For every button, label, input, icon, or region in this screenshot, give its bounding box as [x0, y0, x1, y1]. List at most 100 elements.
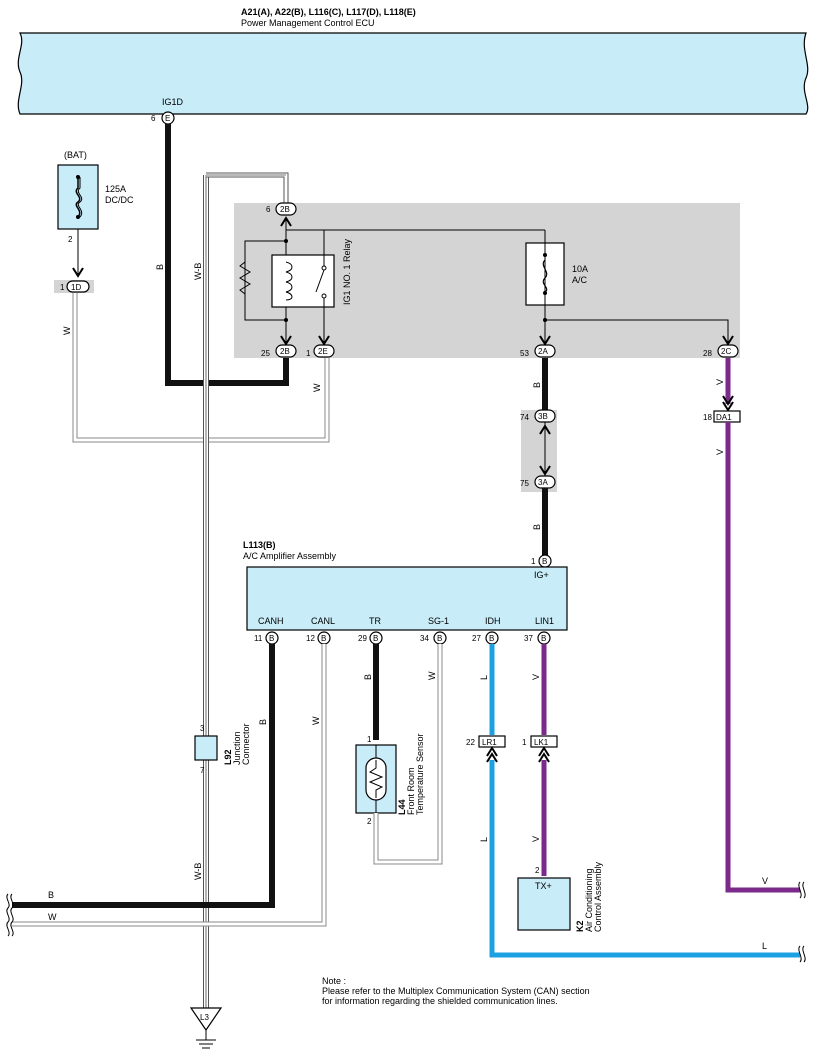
- wire-label-wb: W-B: [193, 263, 203, 280]
- svg-text:B: B: [532, 382, 542, 388]
- bat-fuse-name: DC/DC: [105, 195, 134, 205]
- junction-connector-l92: [194, 735, 218, 761]
- svg-text:LR1: LR1: [482, 738, 497, 747]
- svg-text:1D: 1D: [71, 283, 81, 292]
- ecu-pin-conn: E: [165, 114, 170, 123]
- ecu-name: Power Management Control ECU: [241, 18, 375, 28]
- svg-text:B: B: [373, 634, 378, 643]
- amp-top-label: IG+: [534, 570, 549, 580]
- ecu-box: [17, 32, 809, 115]
- svg-text:25: 25: [261, 349, 270, 358]
- svg-text:V: V: [762, 876, 768, 886]
- relay-name: IG1 NO. 1 Relay: [342, 238, 352, 305]
- relay-box: [271, 254, 335, 308]
- svg-text:18: 18: [703, 413, 712, 422]
- svg-text:SG-1: SG-1: [428, 616, 449, 626]
- ecu-pin-label: IG1D: [162, 97, 184, 107]
- svg-text:CANL: CANL: [311, 616, 335, 626]
- svg-text:Air Conditioning: Air Conditioning: [584, 868, 594, 932]
- svg-text:Front Room: Front Room: [406, 767, 416, 815]
- wire-idh: [489, 760, 800, 958]
- svg-text:V: V: [715, 449, 725, 455]
- svg-text:34: 34: [420, 634, 429, 643]
- svg-text:75: 75: [520, 479, 529, 488]
- connector-2b-bottom: [275, 344, 297, 358]
- ground-icon: [189, 1007, 223, 1032]
- bat-fuse-box: [57, 164, 99, 230]
- svg-text:W: W: [311, 716, 321, 725]
- svg-text:3: 3: [200, 724, 205, 733]
- svg-text:1: 1: [306, 349, 311, 358]
- svg-text:LIN1: LIN1: [535, 616, 554, 626]
- amplifier-box: [246, 566, 568, 631]
- svg-text:B: B: [155, 264, 165, 270]
- svg-text:29: 29: [358, 634, 367, 643]
- bat-label: (BAT): [64, 150, 87, 160]
- ecu-pin-num: 6: [151, 114, 156, 123]
- svg-text:Control Assembly: Control Assembly: [593, 861, 603, 932]
- svg-text:B: B: [542, 557, 547, 566]
- svg-text:37: 37: [524, 634, 533, 643]
- control-code: K2: [575, 920, 585, 932]
- svg-text:B: B: [489, 634, 494, 643]
- l92-code: L92: [223, 749, 233, 765]
- svg-text:1: 1: [60, 283, 65, 292]
- svg-text:2: 2: [367, 817, 372, 826]
- svg-text:2A: 2A: [538, 347, 548, 356]
- control-label: TX+: [535, 881, 552, 891]
- svg-text:W: W: [48, 912, 57, 922]
- ecu-code: A21(A), A22(B), L116(C), L117(D), L118(E…: [241, 7, 416, 17]
- svg-text:W: W: [427, 671, 437, 680]
- svg-text:B: B: [541, 634, 546, 643]
- svg-text:2B: 2B: [280, 347, 290, 356]
- note-block: Note : Please refer to the Multiplex Com…: [322, 976, 652, 1006]
- svg-text:B: B: [532, 524, 542, 530]
- svg-text:W-B: W-B: [193, 863, 203, 880]
- connector-2b-top: [275, 202, 297, 216]
- connector-2e: [313, 344, 335, 358]
- note-title: Note :: [322, 976, 347, 986]
- svg-text:6: 6: [266, 205, 271, 214]
- svg-text:L: L: [762, 941, 767, 951]
- fuse-link-icon: [77, 177, 83, 218]
- ground-label: L3: [200, 1013, 209, 1022]
- svg-text:B: B: [321, 634, 326, 643]
- svg-text:2C: 2C: [721, 347, 731, 356]
- svg-text:53: 53: [520, 349, 529, 358]
- svg-text:B: B: [258, 719, 268, 725]
- svg-text:B: B: [437, 634, 442, 643]
- svg-text:2: 2: [535, 866, 540, 875]
- svg-text:L: L: [479, 675, 489, 680]
- bat-fuse-rating: 125A: [105, 184, 126, 194]
- svg-text:11: 11: [254, 634, 263, 643]
- svg-text:V: V: [715, 379, 725, 385]
- bat-pin: 2: [68, 235, 73, 244]
- ac-fuse-rating: 10A: [572, 264, 588, 274]
- svg-text:1: 1: [367, 735, 372, 744]
- connector-1d: [66, 280, 90, 293]
- sensor-code: L44: [397, 799, 407, 815]
- svg-text:W: W: [312, 383, 322, 392]
- svg-text:B: B: [48, 890, 54, 900]
- connector-2a: [534, 344, 556, 358]
- svg-text:22: 22: [466, 738, 475, 747]
- connector-2c: [717, 344, 739, 358]
- svg-text:V: V: [531, 836, 541, 842]
- svg-text:2E: 2E: [318, 347, 328, 356]
- svg-text:1: 1: [522, 738, 527, 747]
- relay-coil-icon: [285, 261, 293, 301]
- svg-text:2B: 2B: [280, 205, 290, 214]
- wire-canh: [12, 644, 275, 908]
- amp-name: A/C Amplifier Assembly: [243, 551, 337, 561]
- svg-text:7: 7: [200, 766, 205, 775]
- chevron-down-icon: [72, 267, 84, 278]
- amp-code: L113(B): [243, 540, 276, 550]
- ac-fuse-name: A/C: [572, 275, 588, 285]
- svg-text:Connector: Connector: [241, 723, 251, 765]
- svg-text:1: 1: [531, 557, 536, 566]
- svg-text:V: V: [531, 674, 541, 680]
- svg-text:IDH: IDH: [485, 616, 501, 626]
- wire-label-w: W: [62, 326, 72, 335]
- note-line2: for information regarding the shielded c…: [322, 996, 558, 1006]
